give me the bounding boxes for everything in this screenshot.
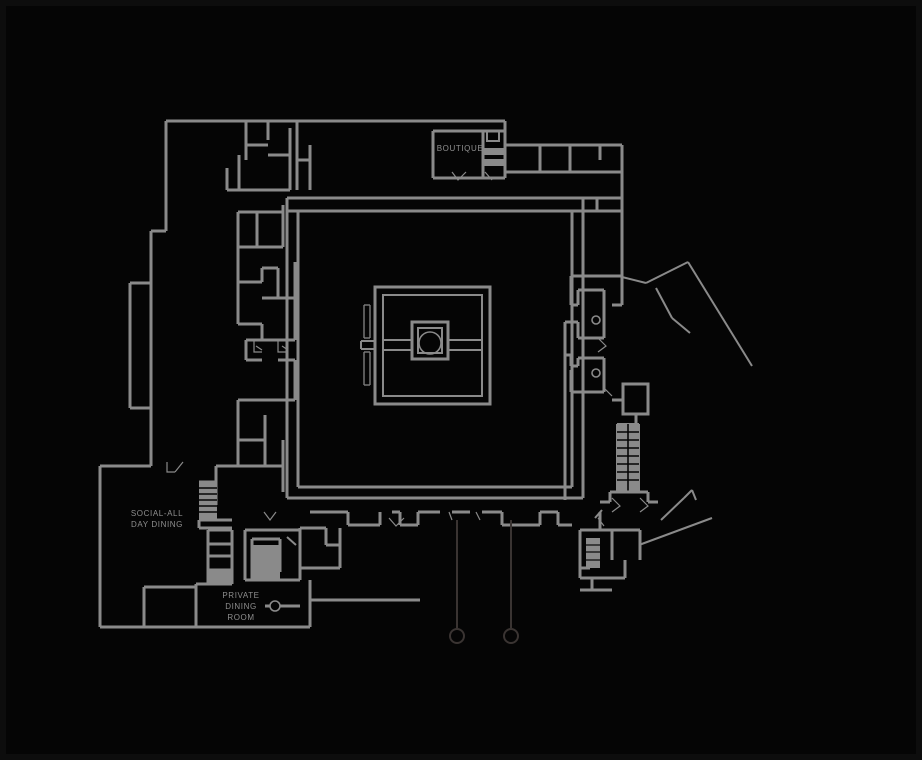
- west-gallery: [128, 281, 151, 410]
- service-stair-east: [600, 423, 658, 504]
- south-service-band: [310, 510, 572, 527]
- courtyard-fountain: [418, 331, 442, 355]
- service-fixture-circle: [269, 600, 281, 612]
- retail-units-north: [287, 129, 622, 213]
- central-courtyard: [360, 285, 492, 406]
- southeast-service-rooms: [578, 509, 642, 592]
- label-social-all-day-dining: SOCIAL-ALL DAY DINING: [130, 509, 184, 529]
- dining-room-enclosures: [100, 585, 195, 629]
- canopy-column-right-base: [503, 628, 519, 644]
- door-swings: [166, 171, 649, 527]
- entry-canopy-columns: [449, 520, 519, 644]
- southeast-angled-walls: [638, 489, 713, 546]
- northwest-rooms: [214, 121, 312, 505]
- label-boutique: BOUTIQUE: [436, 144, 484, 153]
- east-service-core: [563, 262, 650, 500]
- outer-envelope: [98, 119, 624, 629]
- service-stair-west: [197, 480, 232, 530]
- wc-fixture-upper: [591, 315, 601, 325]
- northeast-angled-walls: [621, 261, 753, 367]
- guest-corridor-loop: [285, 198, 585, 500]
- kitchen-service-block: [194, 526, 420, 629]
- wc-fixture-lower: [591, 368, 601, 378]
- canopy-column-left-base: [449, 628, 465, 644]
- label-private-dining-room: PRIVATE DINING ROOM: [222, 591, 260, 622]
